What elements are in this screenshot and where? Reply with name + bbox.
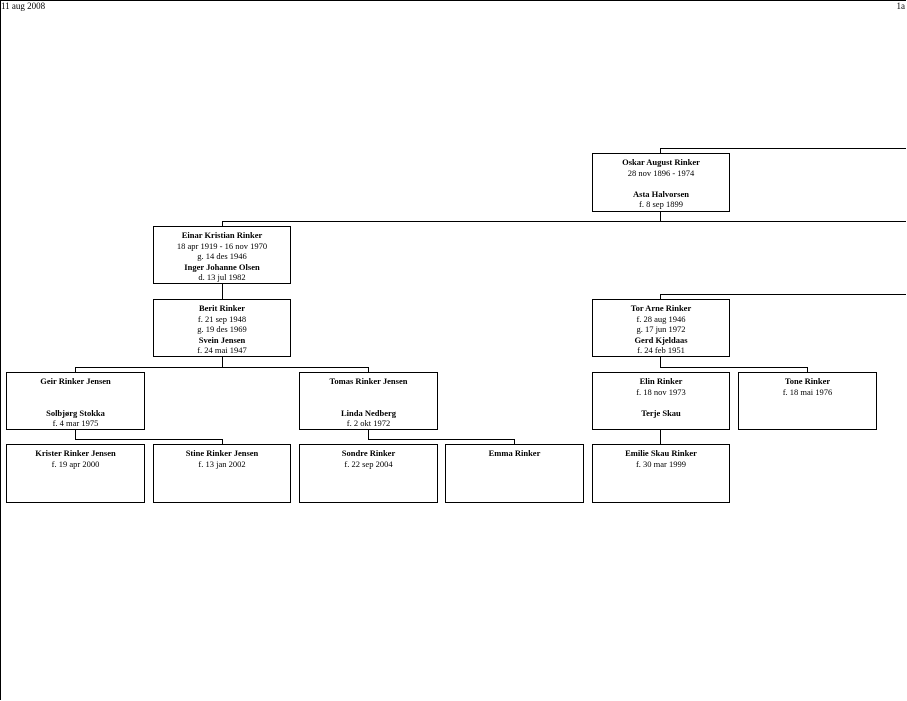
person-box-elin-rinker[interactable]: Elin Rinker f. 18 nov 1973 Terje Skau [592,372,730,430]
spouse-name: Asta Halvorsen [633,188,689,199]
connector [660,294,661,299]
person-dates: f. 18 nov 1973 [636,386,686,397]
print-date: 11 aug 2008 [1,1,46,11]
spouse-dates: f. 24 feb 1951 [637,345,685,355]
connector [222,439,223,444]
spouse-dates: f. 8 sep 1899 [639,199,683,209]
person-name: Stine Rinker Jensen [185,448,259,458]
person-name: Krister Rinker Jensen [35,448,116,458]
person-dates: f. 28 aug 1946 [636,313,686,324]
connector [75,367,369,368]
connector [222,284,223,299]
marriage-date: g. 17 jun 1972 [636,324,686,334]
person-box-tor-arne-rinker[interactable]: Tor Arne Rinker f. 28 aug 1946 g. 17 jun… [592,299,730,357]
person-name: Emilie Skau Rinker [625,448,697,458]
connector [660,148,906,149]
spouse-dates: f. 24 mai 1947 [197,345,247,355]
spacer [7,397,144,408]
person-box-emilie-skau-rinker[interactable]: Emilie Skau Rinker f. 30 mar 1999 [592,444,730,503]
connector [222,221,223,226]
person-box-tone-rinker[interactable]: Tone Rinker f. 18 mai 1976 [738,372,877,430]
connector [75,430,76,439]
spouse-dates: f. 2 okt 1972 [346,418,391,428]
connector [368,430,369,439]
person-dates: f. 13 jan 2002 [198,458,246,469]
person-name: Emma Rinker [488,448,541,458]
person-box-berit-rinker[interactable]: Berit Rinker f. 21 sep 1948 g. 19 des 19… [153,299,291,357]
spouse-dates: d. 13 jul 1982 [198,272,246,282]
person-name: Tor Arne Rinker [630,303,692,313]
spacer [7,387,144,398]
connector [75,439,223,440]
person-name: Geir Rinker Jensen [40,376,111,386]
person-name: Berit Rinker [198,303,246,313]
spouse-name: Solbjørg Stokka [46,407,105,418]
marriage-date: g. 19 des 1969 [197,324,247,334]
person-box-tomas-rinker-jensen[interactable]: Tomas Rinker Jensen Linda Nedberg f. 2 o… [299,372,438,430]
connector [222,357,223,367]
person-box-geir-rinker-jensen[interactable]: Geir Rinker Jensen Solbjørg Stokka f. 4 … [6,372,145,430]
spouse-name: Gerd Kjeldaas [634,334,688,345]
marriage-date: g. 14 des 1946 [197,251,247,261]
person-dates: f. 19 apr 2000 [51,458,100,469]
connector [807,367,808,372]
person-name: Tomas Rinker Jensen [329,376,408,386]
person-name: Tone Rinker [784,376,831,386]
spouse-name: Terje Skau [641,407,681,418]
person-dates: 28 nov 1896 - 1974 [627,167,695,178]
spacer [593,397,729,408]
connector [368,439,515,440]
spouse-name: Svein Jensen [198,334,246,345]
connector [75,367,76,372]
connector [660,430,661,444]
person-box-krister-rinker-jensen[interactable]: Krister Rinker Jensen f. 19 apr 2000 [6,444,145,503]
spouse-dates: f. 4 mar 1975 [52,418,99,428]
person-box-emma-rinker[interactable]: Emma Rinker [445,444,584,503]
connector [368,367,369,372]
spacer [593,178,729,189]
person-dates: f. 22 sep 2004 [344,458,393,469]
spacer [300,397,437,408]
person-name: Elin Rinker [639,376,683,386]
spacer [300,387,437,398]
person-dates: f. 30 mar 1999 [635,458,687,469]
connector [222,221,906,222]
connector [660,294,906,295]
person-box-sondre-rinker[interactable]: Sondre Rinker f. 22 sep 2004 [299,444,438,503]
connector [514,439,515,444]
connector [660,212,661,221]
person-name: Sondre Rinker [341,448,396,458]
connector [660,367,808,368]
person-dates: f. 18 mai 1976 [782,386,833,397]
person-dates: 18 apr 1919 - 16 nov 1970 [176,240,268,251]
person-box-einar-kristian-rinker[interactable]: Einar Kristian Rinker 18 apr 1919 - 16 n… [153,226,291,284]
person-box-stine-rinker-jensen[interactable]: Stine Rinker Jensen f. 13 jan 2002 [153,444,291,503]
page-number: 1a [896,1,906,11]
connector [660,357,661,367]
spouse-name: Inger Johanne Olsen [184,261,260,272]
person-name: Oskar August Rinker [622,157,700,167]
person-box-oskar-august-rinker[interactable]: Oskar August Rinker 28 nov 1896 - 1974 A… [592,153,730,212]
person-dates: f. 21 sep 1948 [197,313,247,324]
connector [660,148,661,153]
person-name: Einar Kristian Rinker [181,230,263,240]
spouse-name: Linda Nedberg [340,407,397,418]
